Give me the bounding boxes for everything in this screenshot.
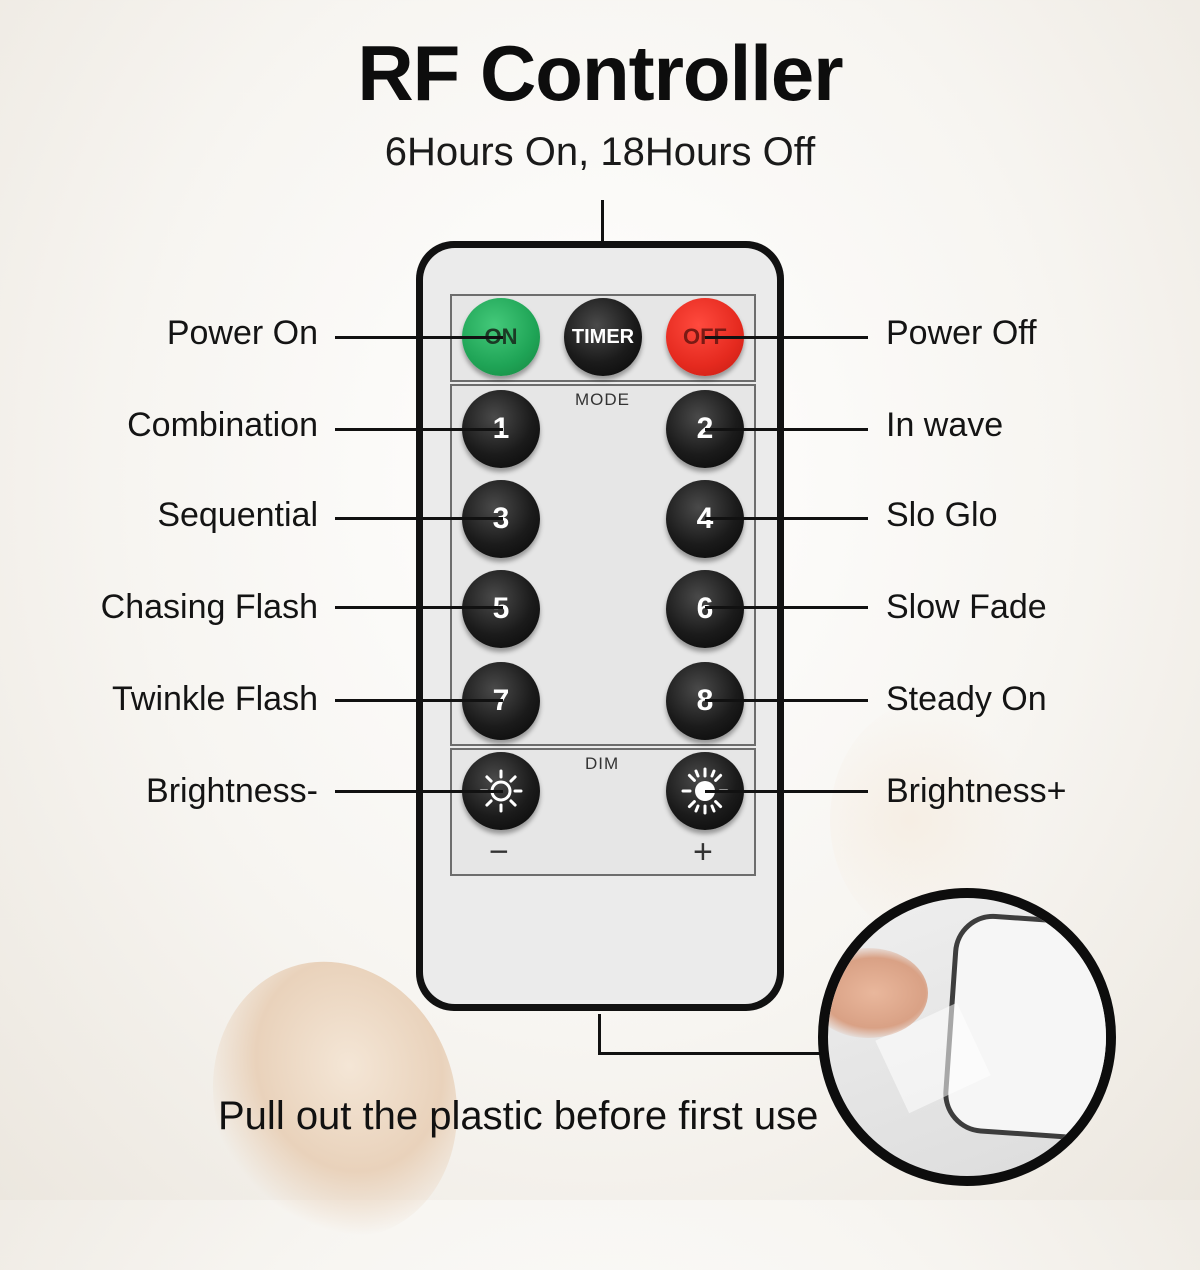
mode-6-button[interactable]: 6 [666, 570, 744, 648]
label-slo-glo: Slo Glo [886, 496, 998, 534]
label-steady-on: Steady On [886, 680, 1047, 718]
label-chasing-flash: Chasing Flash [100, 588, 318, 626]
page-title: RF Controller [357, 29, 843, 117]
mode-label: MODE [575, 390, 630, 409]
minus-sign: − [489, 833, 509, 871]
callout-line [705, 699, 868, 702]
label-sequential: Sequential [157, 496, 318, 534]
label-brightness-up: Brightness+ [886, 772, 1067, 810]
callout-line [335, 517, 503, 520]
label-combination: Combination [127, 406, 318, 444]
pull-tab-pointer-line [598, 1014, 601, 1054]
page-subtitle: 6Hours On, 18Hours Off [384, 130, 816, 174]
callout-line [705, 606, 868, 609]
callout-line [705, 790, 868, 793]
label-power-on: Power On [166, 314, 318, 352]
callout-line [335, 699, 503, 702]
label-twinkle-flash: Twinkle Flash [112, 680, 318, 718]
callout-line [705, 336, 868, 339]
pull-tab-pointer-line [598, 1052, 824, 1055]
pull-tab-inset-photo [818, 888, 1116, 1186]
plus-sign: + [693, 833, 713, 871]
callout-line [335, 790, 503, 793]
mode-5-button[interactable]: 5 [462, 570, 540, 648]
footer-instruction: Pull out the plastic before first use [218, 1094, 819, 1138]
callout-line [705, 517, 868, 520]
label-slow-fade: Slow Fade [886, 588, 1047, 626]
callout-line [705, 428, 868, 431]
timer-button[interactable]: TIMER [564, 298, 642, 376]
callout-line [335, 428, 503, 431]
dim-label: DIM [585, 754, 620, 773]
callout-line [335, 606, 503, 609]
label-in-wave: In wave [886, 406, 1004, 444]
inset-finger [828, 948, 928, 1038]
callout-line [335, 336, 503, 339]
label-brightness-down: Brightness- [146, 772, 318, 810]
label-power-off: Power Off [886, 314, 1037, 352]
